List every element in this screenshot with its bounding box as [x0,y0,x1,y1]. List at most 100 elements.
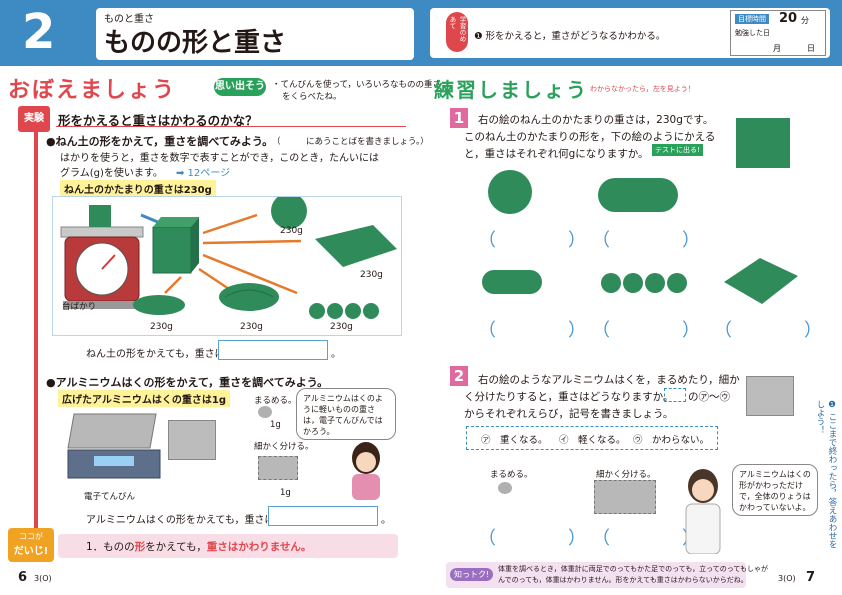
right-page-number: 7 [806,570,816,585]
knowledge-box: 知っトク! 体重を調べるとき，体重計に両足でのってもかた足でのっても，立ってのっ… [446,562,768,588]
clay-answer-field[interactable] [218,340,328,360]
weight-label-balls: 230g [330,322,353,332]
al-roll-ball [258,406,272,418]
bubble-right-text: アルミニウムはくの形がかわっただけで，全体のりょうはかわっていないよ。 [739,470,811,512]
experiment-title-rule [56,126,406,127]
left-margin-stripe [34,108,38,536]
al-cut-weight: 1g [280,488,291,498]
q2-text-4: からそれぞれえらび，記号を書きましょう。 [464,408,674,420]
girl-illustration [342,440,390,500]
al-fill-label: アルミニウムはくの形をかえても，重さは [86,515,275,526]
weight-label-sphere: 230g [280,226,303,236]
al-roll-label: まるめる。 [254,396,297,406]
clay-base-weight: ねん土のかたまりの重さは230g [60,180,216,197]
q1-answer-sheet[interactable]: （ ） [714,320,822,341]
important-box: 1．ものの形をかえても，重さはかわりません。 [58,534,398,558]
q2-choices-box: ㋐ 重くなる。 ㋑ 軽くなる。 ㋒ かわらない。 [466,426,718,450]
bubble-left-text: アルミニウムはくのように軽いものの重さは，電子てんびんではかろう。 [303,394,383,436]
weight-label-coil: 230g [240,322,263,332]
experiment-title: 形をかえると重さはかわるのかな？ [58,113,258,128]
weight-label-stick: 230g [150,322,173,332]
clay-body-2: グラム(g)を使います。 [60,168,163,179]
digital-scale-label: 電子てんびん [84,492,136,502]
clay-heading: ●ねん土の形をかえて，重さを調べてみよう。 [46,135,274,148]
al-foil-sheet [168,420,216,460]
target-time-box: 目標時間 20 分 勉強した日 月 日 [730,10,826,56]
q1-answer-stick[interactable]: （ ） [478,320,586,341]
q2-cut-label: 細かく分ける。 [596,470,656,480]
al-cut-label: 細かく分ける。 [254,442,314,452]
important-text-1: 1．ものの [86,541,135,553]
digital-scale [64,408,164,488]
goal-text: ❶ 形をかえると，重さがどうなるかわかる。 [474,31,666,42]
target-time-value: 20 [779,11,798,26]
clay-coil [219,283,279,311]
q1-answer-balls[interactable]: （ ） [592,320,700,341]
memorize-badge-label: おぼえましょう [8,78,177,103]
side-note: ❶ ここまで終わったら，答えあわせをしよう！ [815,400,837,549]
important-badge: ココが だいじ! [8,528,54,562]
q1-sheet-svg [724,258,798,304]
knowledge-tag: 知っトク! [450,568,494,581]
recall-badge: 思い出そう [214,78,266,96]
speech-bubble-right: アルミニウムはくの形がかわっただけで，全体のりょうはかわっていないよ。 [732,464,818,516]
al-roll-weight: 1g [270,420,281,430]
clay-sphere [271,193,307,229]
teacher-illustration [678,468,728,555]
chapter-title: ものの形と重さ [104,28,287,58]
clay-page-ref[interactable]: ➡ 12ページ [176,168,231,179]
clay-cube [152,226,192,274]
clay-ball-2 [327,303,343,319]
q2-text-2: く分けたりすると，重さはどうなりますか。 [464,391,674,403]
important-text-2: 形 [134,541,146,553]
clay-stick [133,295,185,315]
q2-dashed-ref-box [664,388,686,402]
al-base-weight: 広げたアルミニウムはくの重さは1g [58,390,231,407]
choice-c: ㋒ かわらない。 [633,435,710,446]
important-badge-2: だいじ! [13,546,49,557]
goal-tag: 学習のめあて [446,12,468,52]
speech-bubble-icon: アルミニウムはくのように軽いものの重さは，電子てんびんではかろう。 [296,388,396,440]
important-text-3: をかえても， [145,541,207,553]
chapter-subtitle: ものと重さ [104,14,154,25]
recall-text-2: をくらべたね。 [282,92,342,102]
q2-text-3: の㋐～㋒ [688,391,730,403]
experiment-tag: 実験 [18,106,50,132]
q1-clay-cube [736,118,790,168]
chapter-number: 2 [22,4,56,60]
recall-text-1: ・てんびんを使って，いろいろなものの重さ [272,80,441,90]
q1-clay-coil [598,178,678,212]
q1-answer-sphere[interactable]: （ ） [478,230,586,251]
al-answer-field[interactable] [268,506,378,526]
clay-body-1: はかりを使うと，重さを数字で表すことができ，このとき，たんいには [60,153,379,164]
important-badge-1: ココが [19,532,43,541]
q1-clay-sheet [720,254,800,306]
knowledge-text-1: 体重を調べるとき，体重計に両足でのってもかた足でのっても，立ってのってもしゃが [498,565,769,573]
q1-clay-stick [482,270,542,294]
practice-badge: 練習しましょう [434,78,588,102]
q2-answer-cut[interactable]: （ ） [592,528,700,549]
q1-answer-coil[interactable]: （ ） [592,230,700,251]
knowledge-text-2: んでのっても，体重はかわりません。形をかえても重さはかわらないからだね。 [498,576,748,584]
q2-al-foil-sheet [746,376,794,416]
q2-roll-ball [498,482,512,494]
q1-clay-sphere-fill [488,170,532,214]
q2-answer-roll[interactable]: （ ） [478,528,586,549]
scale-icon [60,205,144,309]
weight-label-sheet: 230g [360,270,383,280]
scale-label: 台ばかり [62,302,97,312]
clay-hint: （ にあうことばを書きましょう。） [272,137,429,147]
clay-ball-3 [345,303,361,319]
right-page-code: 3(O) [778,574,796,583]
left-header-panel [96,8,414,60]
clay-figure-svg [60,193,397,319]
digital-scale-svg [67,413,161,479]
q2-number: 2 [450,366,468,386]
q2-cut-pieces [594,480,656,514]
important-text-4: 重さはかわりません。 [206,541,312,553]
al-cut-pieces [258,456,298,480]
q1-text-1: 右の絵のねん土のかたまりの重さは，230gです。 [478,114,714,126]
goal-tag-label: 学習のめあて [448,16,466,42]
q1-text-3: と，重さはそれぞれ何gになりますか。 [464,148,649,160]
day-label: 日 [807,44,815,53]
